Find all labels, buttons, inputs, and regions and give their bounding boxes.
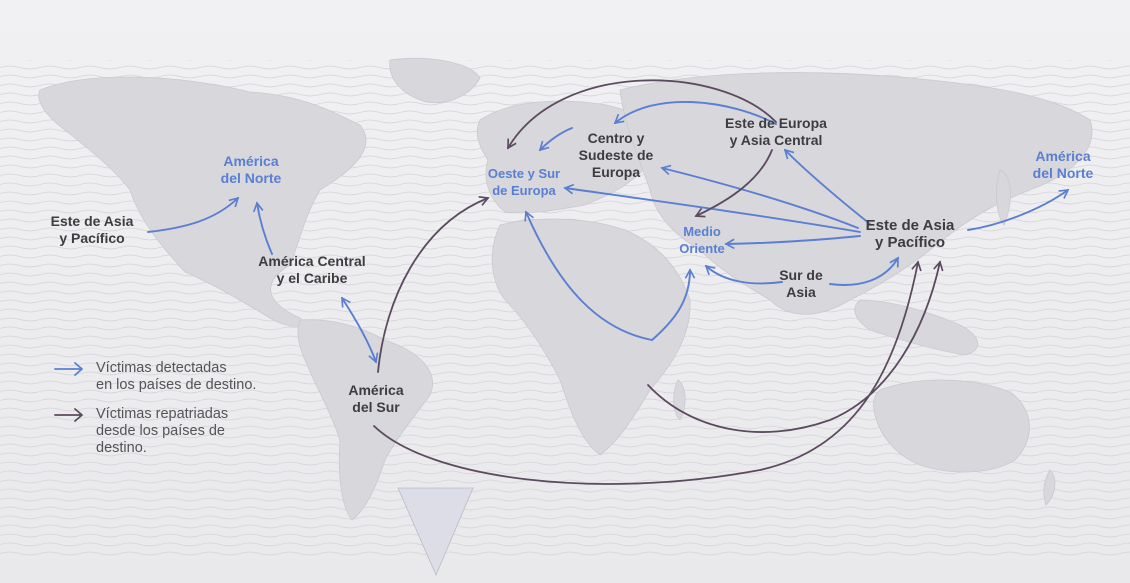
repatriated-africa-to-eastasia — [647, 260, 944, 433]
repatriated-southamerica-to-eastasia — [373, 260, 922, 485]
repatriated-southamerica-to-western-europe — [377, 195, 490, 373]
africa-landmass — [491, 218, 691, 456]
repatriated-easteurope-to-middleeast — [694, 149, 773, 218]
japan-landmass — [996, 169, 1011, 226]
flow-eastasia-to-middleeast — [724, 235, 861, 250]
flow-easteurope-to-central — [613, 101, 777, 125]
arrow-right-icon — [54, 408, 83, 422]
flow-southasia-to-middleeast — [704, 264, 783, 285]
legend-label-repatriated: Víctimas repatriadas desde los países de… — [96, 406, 229, 456]
australia-landmass — [873, 379, 1030, 473]
flow-centralamerica-southamerica — [341, 296, 379, 364]
flow-africa-to-middleeast — [651, 268, 696, 341]
north-america-landmass — [38, 76, 367, 327]
legend-item-detected: Víctimas detectadas en los países de des… — [52, 360, 256, 394]
flow-eastasia-to-easteurope — [783, 148, 871, 225]
flow-central-to-western-europe — [538, 127, 573, 152]
legend-label-detected: Víctimas detectadas en los países de des… — [96, 360, 257, 393]
southeast-asia-islands — [854, 299, 978, 356]
region-label-east-asia-pacific-east: Este de Asia y Pacífico — [865, 217, 955, 251]
region-label-eastern-europe-central-asia: Este de Europa y Asia Central — [725, 115, 827, 148]
region-label-south-asia: Sur de Asia — [779, 267, 823, 300]
madagascar-landmass — [673, 379, 686, 421]
flow-africa-to-western-europe — [524, 210, 653, 341]
arrow-right-icon — [54, 362, 83, 376]
flow-eastasia-to-northamerica-west — [147, 196, 240, 233]
region-label-middle-east: Medio Oriente — [679, 224, 725, 256]
continents — [38, 58, 1093, 577]
region-label-north-america-east: América del Norte — [1032, 148, 1094, 181]
region-label-east-asia-pacific-west: Este de Asia y Pacífico — [50, 213, 134, 246]
detected-flows — [147, 101, 1070, 364]
flow-southasia-to-eastasia — [829, 256, 899, 286]
legend: Víctimas detectadas en los países de des… — [52, 360, 256, 469]
repatriated-easteurope-to-western-europe — [507, 79, 777, 150]
flow-eastasia-to-northamerica-east — [967, 189, 1070, 231]
flow-centralamerica-to-northamerica — [252, 201, 273, 255]
region-label-central-america-caribbean: América Central y el Caribe — [258, 253, 366, 286]
flow-eastasia-to-western-europe — [563, 183, 861, 233]
region-label-western-southern-europe: Oeste y Sur de Europa — [487, 166, 561, 198]
region-label-central-southeast-europe: Centro y Sudeste de Europa — [578, 130, 654, 180]
south-america-landmass — [297, 319, 433, 521]
greenland-landmass — [389, 58, 481, 104]
repatriated-flows — [373, 79, 944, 485]
asia-landmass — [619, 72, 1093, 315]
region-label-south-america: América del Sur — [348, 382, 404, 415]
region-label-north-america-west: América del Norte — [220, 153, 282, 186]
new-zealand-landmass — [1043, 469, 1056, 506]
flow-eastasia-to-central-europe — [660, 164, 859, 229]
legend-item-repatriated: Víctimas repatriadas desde los países de… — [52, 406, 256, 457]
antarctica-inset — [397, 487, 474, 577]
